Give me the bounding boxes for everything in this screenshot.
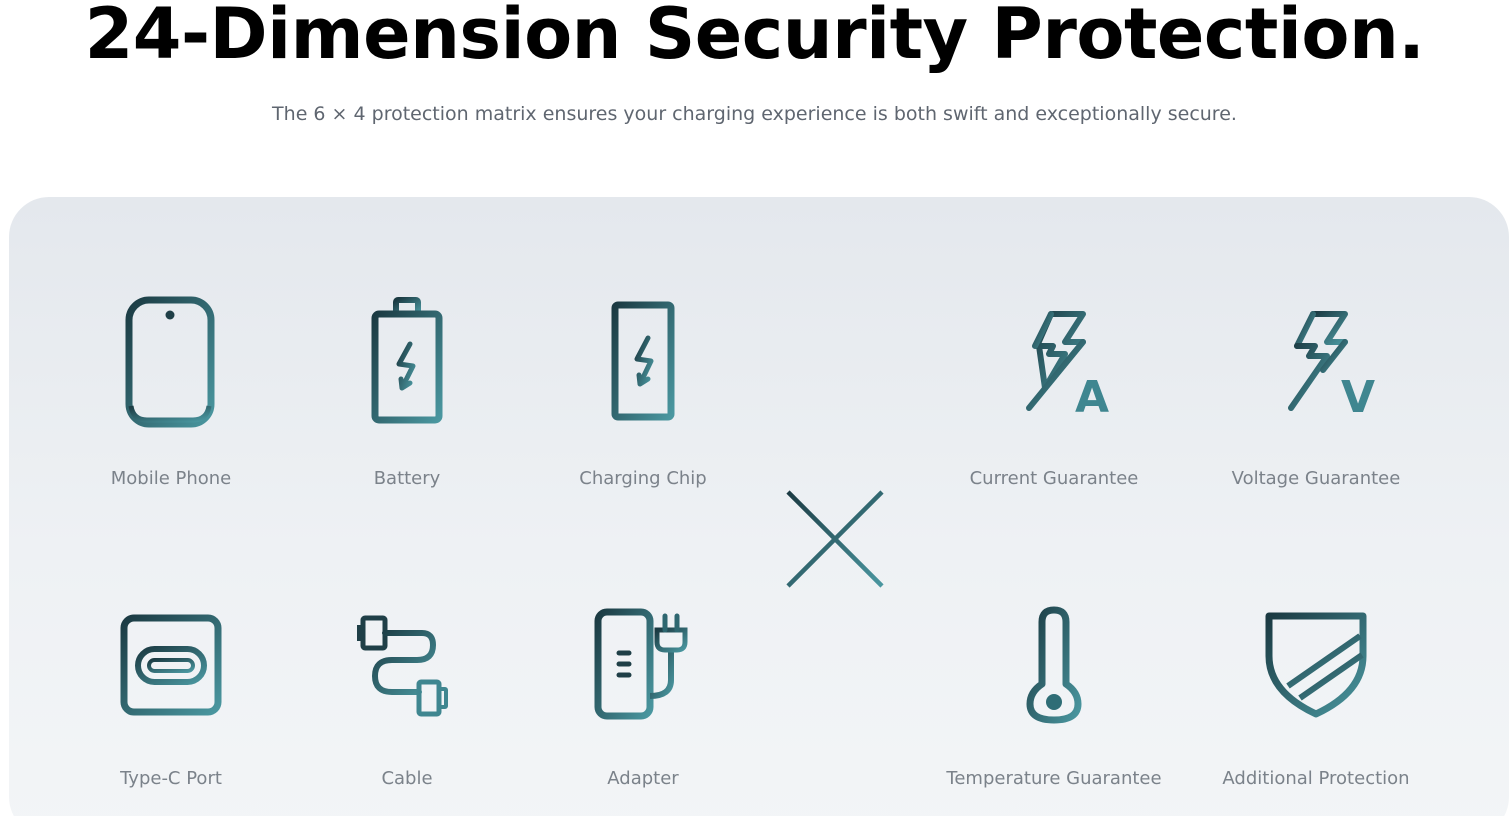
guarantee-temperature: Temperature Guarantee: [934, 600, 1174, 789]
protection-matrix-panel: [9, 197, 1509, 816]
guarantee-label: Current Guarantee: [969, 468, 1139, 489]
component-label: Type-C Port: [120, 768, 222, 789]
component-label: Charging Chip: [579, 468, 707, 489]
adapter-icon: [594, 608, 688, 720]
voltage-letter: V: [1341, 372, 1375, 423]
guarantee-additional-protection: Additional Protection: [1196, 600, 1436, 789]
component-cable: Cable: [287, 600, 527, 789]
component-label: Battery: [373, 468, 441, 489]
battery-icon: [371, 297, 443, 424]
guarantee-label: Temperature Guarantee: [946, 768, 1162, 789]
component-adapter: Adapter: [523, 600, 763, 789]
guarantee-label: Additional Protection: [1222, 768, 1410, 789]
guarantee-label: Voltage Guarantee: [1231, 468, 1401, 489]
component-mobile-phone: Mobile Phone: [51, 296, 291, 489]
page-subtitle: The 6 × 4 protection matrix ensures your…: [272, 103, 1237, 125]
type-c-port-icon: [120, 614, 222, 716]
component-battery: Battery: [287, 296, 527, 489]
component-charging-chip: Charging Chip: [523, 296, 763, 489]
guarantee-voltage: V Voltage Guarantee: [1196, 296, 1436, 489]
voltage-guarantee-icon: V: [1288, 311, 1375, 423]
charging-chip-icon: [591, 301, 695, 421]
thermometer-icon: [1026, 606, 1082, 724]
guarantee-current: A Current Guarantee: [934, 296, 1174, 489]
component-label: Cable: [381, 768, 433, 789]
multiply-icon: [780, 484, 890, 598]
current-guarantee-icon: A: [1026, 311, 1109, 423]
cable-icon: [357, 615, 448, 717]
page-title: 24-Dimension Security Protection.: [84, 0, 1425, 75]
component-label: Mobile Phone: [110, 468, 232, 489]
component-label: Adapter: [607, 768, 679, 789]
shield-icon: [1265, 612, 1367, 718]
mobile-phone-icon: [125, 296, 215, 428]
component-type-c-port: Type-C Port: [51, 600, 291, 789]
current-letter: A: [1075, 372, 1109, 423]
